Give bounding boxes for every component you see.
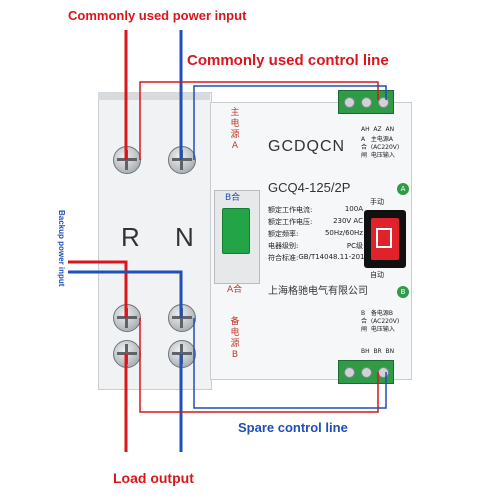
terminal-b-line: 闸 电压输入 (361, 326, 395, 333)
terminal-a-line: 闸 电压输入 (361, 152, 395, 159)
control-terminal-b[interactable] (338, 360, 394, 384)
terminal-b-pins: BH BR BN (361, 348, 395, 355)
backup-input-callout: Backup power input (57, 210, 66, 287)
control-line-blue (193, 85, 387, 160)
terminal-b-info: B 备电源B 合 (AC220V) 闸 电压输入 (361, 310, 399, 334)
auto-label: 自动 (370, 271, 384, 279)
top-divider (98, 92, 210, 100)
spec-label: 电器级别: (268, 242, 299, 250)
terminal-b-line: 合 (AC220V) (361, 318, 400, 325)
main-source-label: 主 电 源 A (230, 108, 240, 151)
terminal-a-line: A 主电源A (361, 136, 393, 143)
indicator-a: A (397, 183, 409, 195)
terminal-a-pins: AH AZ AN (361, 126, 395, 133)
spec-table: 额定工作电流: 100A 额定工作电压: 230V AC 额定频率: 50Hz/60H… (268, 205, 369, 265)
spec-value: PC级 (346, 242, 363, 250)
pole-label-r: R (121, 222, 140, 252)
terminal-a-info: A 主电源A 合 (AC220V) 闸 电压输入 (361, 136, 399, 160)
control-line-red (139, 81, 379, 160)
breaker-body (98, 92, 412, 390)
spec-row: 符合标准:GB/T14048.11-2016 (268, 253, 369, 265)
company-name: 上海格驰电气有限公司 (268, 286, 368, 297)
spec-value: 50Hz/60Hz (324, 229, 363, 237)
manual-label: 手动 (370, 198, 384, 206)
switch-top-label: B合 (225, 193, 241, 203)
terminal-b-line: B 备电源B (361, 310, 393, 317)
spare-control-callout: Spare control line (238, 420, 348, 435)
rocker-indicator (376, 228, 392, 248)
control-terminal-a[interactable] (338, 90, 394, 114)
spec-row: 额定工作电流: 100A (268, 205, 363, 217)
backup-input-blue-wire (68, 270, 183, 318)
manual-switch-handle[interactable] (222, 208, 250, 254)
spec-row: 额定频率: 50Hz/60Hz (268, 229, 363, 241)
indicator-b: B (397, 286, 409, 298)
load-output-callout: Load output (113, 470, 194, 486)
spec-label: 额定工作电压: (268, 218, 313, 226)
backup-source-label: 备 电 源 B (230, 317, 240, 360)
spec-value: 230V AC (333, 217, 363, 225)
spec-label: 额定工作电流: (268, 206, 313, 214)
spec-label: 额定频率: (268, 230, 299, 238)
backup-input-red-wire (68, 260, 128, 318)
pole-module (98, 92, 212, 390)
spec-value: GB/T14048.11-2016 (298, 253, 369, 261)
terminal-a-line: 合 (AC220V) (361, 144, 400, 151)
spec-value: 100A (344, 205, 363, 213)
control-line-callout: Commonly used control line (187, 52, 389, 69)
mode-rocker-switch[interactable] (371, 218, 399, 260)
model-number: GCQ4-125/2P (268, 180, 351, 195)
power-input-callout: Commonly used power input (68, 8, 247, 23)
switch-bottom-label: A合 (227, 285, 243, 295)
spec-row: 电器级别: PC级 (268, 241, 363, 253)
spec-row: 额定工作电压: 230V AC (268, 217, 363, 229)
pole-label-n: N (175, 222, 194, 252)
spare-line-red (139, 318, 379, 413)
brand-name: GCDQCN (268, 138, 346, 155)
spare-line-blue (193, 318, 387, 409)
spec-label: 符合标准: (268, 254, 299, 262)
